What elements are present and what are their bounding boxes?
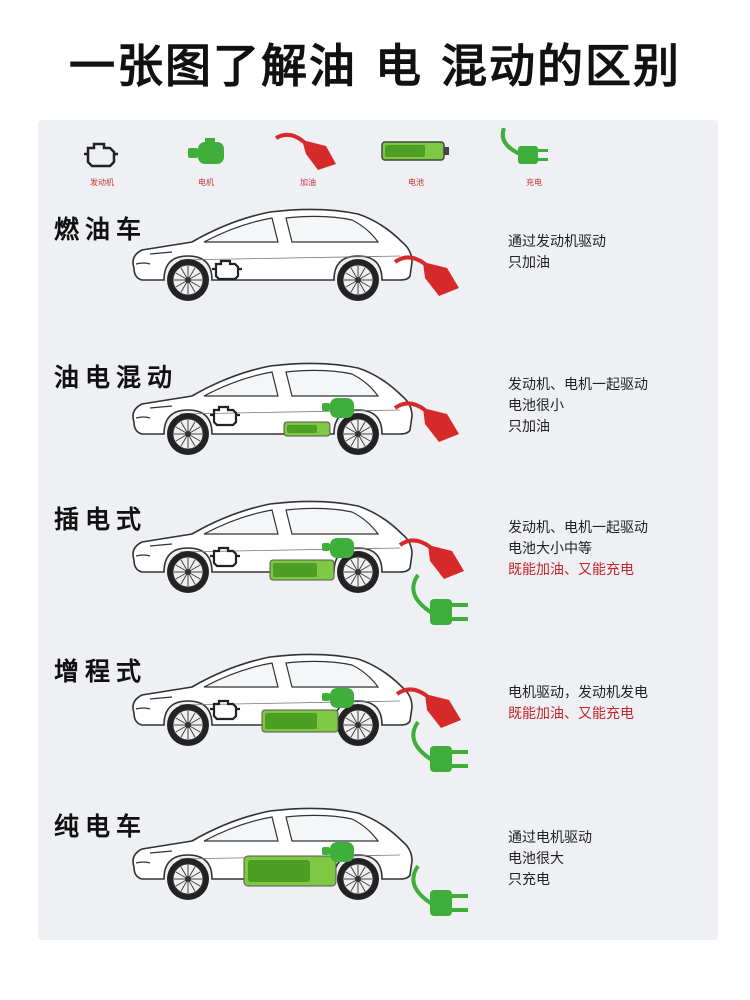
motor-icon: [322, 688, 354, 708]
description-line: 通过发动机驱动: [508, 234, 606, 250]
legend-engine: 发动机: [62, 128, 142, 188]
description-plugin-hybrid: 发动机、电机一起驱动 电池大小中等 既能加油、又能充电: [508, 518, 648, 581]
car-range-extender: [132, 653, 413, 746]
description-line: 电池大小中等: [508, 541, 592, 557]
engine-icon: [210, 405, 240, 427]
legend-label: 发动机: [90, 178, 114, 187]
section-title-plugin-hybrid: 插电式: [54, 505, 148, 534]
description-hybrid: 发动机、电机一起驱动 电池很小 只加油: [508, 375, 648, 438]
engine-icon: [210, 546, 240, 568]
motor-icon: [322, 842, 354, 862]
legend-label: 加油: [300, 178, 316, 187]
description-line: 既能加油、又能充电: [508, 706, 634, 722]
description-line: 只加油: [508, 419, 550, 435]
description-range-extender: 电机驱动，发动机发电 既能加油、又能充电: [508, 683, 648, 725]
description-line: 只加油: [508, 255, 550, 271]
motor-icon: [188, 138, 224, 164]
description-line: 电池很小: [508, 398, 564, 414]
legend-label: 电池: [408, 178, 424, 187]
fuel-nozzle-icon: [395, 687, 461, 728]
description-line: 既能加油、又能充电: [508, 562, 634, 578]
fuel-nozzle-icon: [393, 255, 459, 296]
legend-label: 充电: [526, 178, 542, 187]
plug-icon: [411, 573, 468, 625]
fuel-nozzle-icon: [275, 132, 336, 170]
section-title-fuel-car: 燃油车: [54, 215, 148, 244]
section-title-range-extender: 增程式: [54, 657, 148, 686]
fuel-nozzle-icon: [393, 401, 459, 442]
fuel-nozzle-icon: [398, 538, 464, 579]
description-line: 只充电: [508, 872, 550, 888]
battery-icon: [269, 559, 335, 581]
car-fuel: [132, 208, 413, 301]
engine-icon: [84, 142, 118, 168]
battery-icon: [261, 709, 339, 733]
section-title-hybrid: 油电混动: [54, 363, 179, 392]
plug-icon: [411, 720, 468, 772]
plug-icon: [411, 864, 468, 916]
engine-icon: [210, 699, 240, 721]
description-line: 通过电机驱动: [508, 830, 592, 846]
legend-fuel: 加油: [268, 128, 348, 188]
section-title-electric: 纯电车: [54, 812, 148, 841]
battery-icon: [381, 141, 449, 161]
description-electric: 通过电机驱动 电池很大 只充电: [508, 828, 592, 891]
car-electric: [132, 807, 413, 900]
engine-icon: [212, 259, 242, 281]
description-line: 发动机、电机一起驱动: [508, 377, 648, 393]
motor-icon: [322, 398, 354, 418]
legend-motor: 电机: [166, 128, 246, 188]
car-hybrid: [132, 362, 413, 455]
legend-battery: 电池: [376, 128, 456, 188]
page-title: 一张图了解油 电 混动的区别: [68, 39, 682, 93]
car-plugin-hybrid: [132, 500, 413, 593]
battery-icon: [243, 855, 337, 887]
description-line: 电池很大: [508, 851, 564, 867]
battery-icon: [283, 421, 331, 437]
description-fuel-car: 通过发动机驱动 只加油: [508, 232, 606, 274]
motor-icon: [322, 538, 354, 558]
plug-icon: [500, 127, 548, 164]
description-line: 发动机、电机一起驱动: [508, 520, 648, 536]
legend-label: 电机: [198, 178, 214, 187]
description-line: 电机驱动，发动机发电: [508, 685, 648, 701]
legend-plug: 充电: [494, 127, 574, 188]
